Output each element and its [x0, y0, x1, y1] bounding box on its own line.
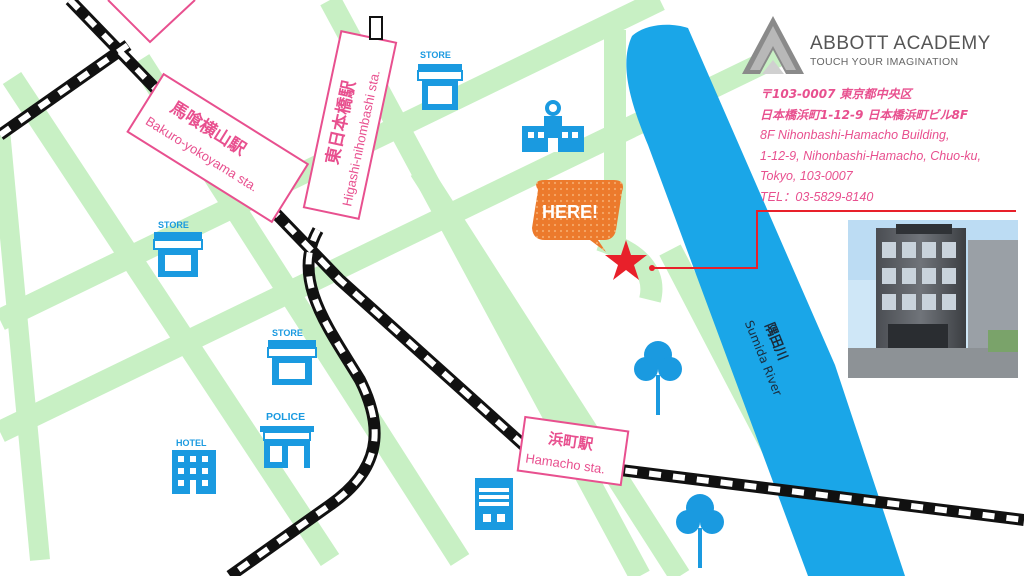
svg-text:STORE: STORE: [420, 50, 451, 60]
logo-tagline: TOUCH YOUR IMAGINATION: [810, 56, 959, 68]
tree-icon: [634, 341, 682, 415]
store-icon: STORE: [417, 50, 463, 110]
telephone: TEL：03-5829-8140: [760, 189, 874, 204]
store-icon: STORE: [267, 328, 317, 385]
leader-line: [649, 210, 1016, 271]
svg-text:STORE: STORE: [158, 220, 189, 230]
building-photo: [848, 220, 1018, 378]
svg-text:STORE: STORE: [272, 328, 303, 338]
location-star-icon: [605, 240, 647, 280]
station-hamacho: 浜町駅 Hamacho sta.: [516, 415, 630, 487]
hotel-icon: HOTEL: [172, 438, 216, 494]
svg-text:HOTEL: HOTEL: [176, 438, 207, 448]
police-icon: POLICE: [260, 411, 314, 468]
here-callout: HERE!: [532, 180, 623, 252]
station-higashi-nihombashi: 東日本橋駅 Higashi-nihombashi sta.: [302, 29, 398, 221]
svg-text:HERE!: HERE!: [542, 202, 598, 222]
address-en-line3: Tokyo, 103-0007: [760, 169, 853, 183]
address-en-line1: 8F Nihonbashi-Hamacho Building,: [760, 128, 950, 142]
sumida-river: [626, 24, 905, 576]
address-en-line2: 1-12-9, Nihonbashi-Hamacho, Chuo-ku,: [760, 148, 981, 163]
svg-text:POLICE: POLICE: [266, 411, 305, 423]
logo-name: ABBOTT ACADEMY: [810, 33, 991, 54]
station-marker-small: [369, 16, 383, 40]
address-jp-line1: 〒103-0007 東京都中央区: [760, 87, 912, 101]
academy-logo-icon: [742, 16, 804, 74]
tree-icon: [676, 494, 724, 568]
address-jp-line2: 日本橋浜町1-12-9 日本橋浜町ビル8F: [760, 107, 969, 122]
top-frame: [107, 0, 196, 44]
building-icon: [475, 478, 513, 530]
store-icon: STORE: [153, 220, 203, 277]
school-icon: [522, 100, 584, 152]
address-block: 〒103-0007 東京都中央区 日本橋浜町1-12-9 日本橋浜町ビル8F 8…: [760, 84, 1024, 207]
